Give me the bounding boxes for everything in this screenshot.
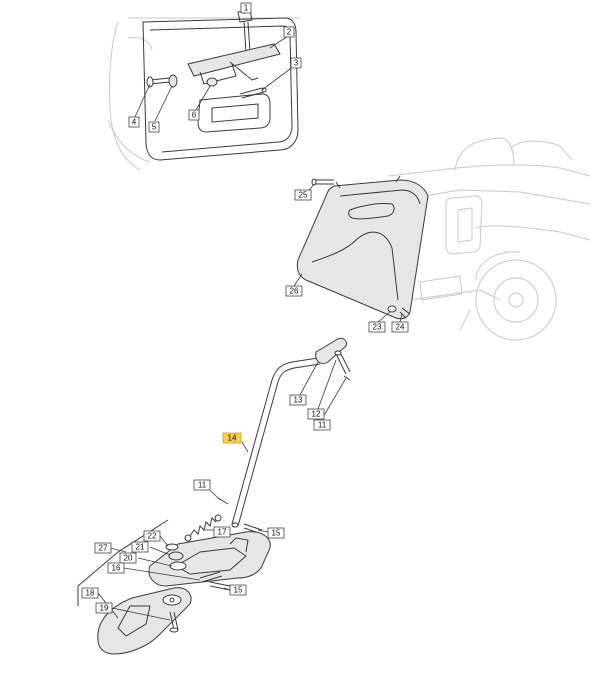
svg-text:25: 25 [299,191,308,200]
svg-text:6: 6 [192,111,197,120]
pin-part-16 [199,571,223,583]
pin-part-25 [314,179,334,185]
svg-text:13: 13 [294,396,303,405]
callout-6: 6 [188,109,200,121]
callout-5: 5 [148,121,160,133]
svg-text:14: 14 [228,434,237,443]
callout-13: 13 [289,394,307,406]
svg-text:18: 18 [86,589,95,598]
svg-text:12: 12 [312,410,321,419]
callout-1: 1 [240,2,252,14]
svg-text:15: 15 [234,586,243,595]
svg-text:16: 16 [112,564,121,573]
callout-14: 14 [222,432,242,444]
callout-23: 23 [368,321,386,333]
callout-26: 26 [285,285,303,297]
svg-text:19: 19 [100,604,109,613]
callout-3: 3 [290,57,302,69]
bolt-part-19 [169,611,179,631]
callout-19: 19 [95,602,113,614]
svg-text:2: 2 [287,28,292,37]
svg-text:26: 26 [290,287,299,296]
svg-text:20: 20 [124,554,133,563]
bracket-part-2 [187,43,281,77]
callout-18: 18 [81,587,99,599]
callout-12: 12 [307,408,325,420]
svg-text:17: 17 [218,528,227,537]
callout-21: 21 [131,541,149,553]
spring-part-17 [189,517,217,537]
callout-27: 27 [94,542,112,554]
split-pin-part-12 [335,351,351,375]
leader-lines [97,7,403,621]
pin-part-11-lower [217,497,229,505]
callout-4: 4 [128,116,140,128]
svg-text:23: 23 [373,323,382,332]
hinge-part-24 [399,307,411,319]
svg-text:11: 11 [318,421,327,430]
svg-text:15: 15 [272,529,281,538]
callout-22: 22 [143,530,161,542]
callout-11-lower: 11 [193,479,211,491]
rear-wheel [475,259,557,341]
svg-text:21: 21 [136,543,145,552]
svg-text:1: 1 [244,4,249,13]
lever-rod-assembly [77,337,351,655]
mounting-panel [142,17,299,161]
svg-text:5: 5 [152,123,157,132]
nut-part-6 [206,77,218,87]
pin-part-15-lower [209,581,231,591]
svg-text:4: 4 [132,118,137,127]
svg-text:24: 24 [396,323,405,332]
handle-grip-part-13 [315,337,347,365]
grass-catcher-lid-part-26 [296,179,429,320]
callout-2: 2 [283,26,295,38]
clip-part-23 [387,305,397,313]
callout-24: 24 [391,321,409,333]
callout-16: 16 [107,562,125,574]
svg-text:11: 11 [198,481,207,490]
top-bracket-assembly [107,9,300,171]
lever-rod-part-14 [231,357,319,525]
base-plate [148,531,271,587]
svg-text:27: 27 [99,544,108,553]
washer-part-5 [168,74,178,88]
callout-15-lower: 15 [229,584,247,596]
bushing-part-20 [169,561,187,571]
tractor-rear-assembly [296,137,591,341]
washer-part-22 [165,543,179,551]
callout-17: 17 [213,526,231,538]
callout-15-upper: 15 [267,527,285,539]
callout-20: 20 [119,552,137,564]
callout-25: 25 [294,189,312,201]
washer-part-21 [168,551,184,561]
svg-text:22: 22 [148,532,157,541]
callout-11-upper: 11 [313,419,331,431]
clip-part-3 [239,87,265,99]
svg-text:3: 3 [294,59,299,68]
